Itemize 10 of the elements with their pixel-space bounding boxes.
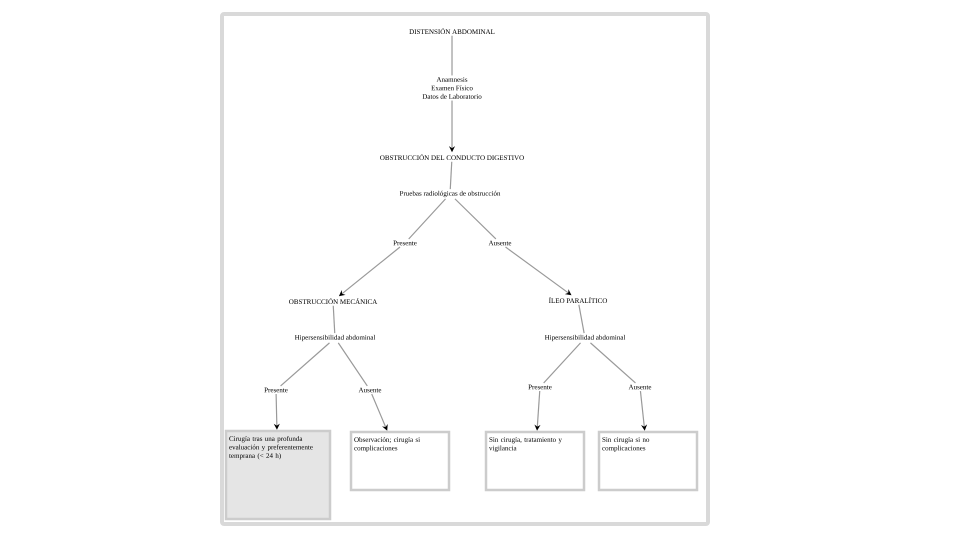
connector [280, 342, 330, 386]
connector [338, 342, 368, 386]
connector [451, 36, 453, 76]
connector [543, 342, 581, 384]
connector [408, 198, 446, 240]
connector [454, 198, 496, 240]
connector [332, 306, 336, 334]
connector [578, 304, 585, 334]
connector [590, 342, 636, 384]
connector [450, 162, 452, 190]
